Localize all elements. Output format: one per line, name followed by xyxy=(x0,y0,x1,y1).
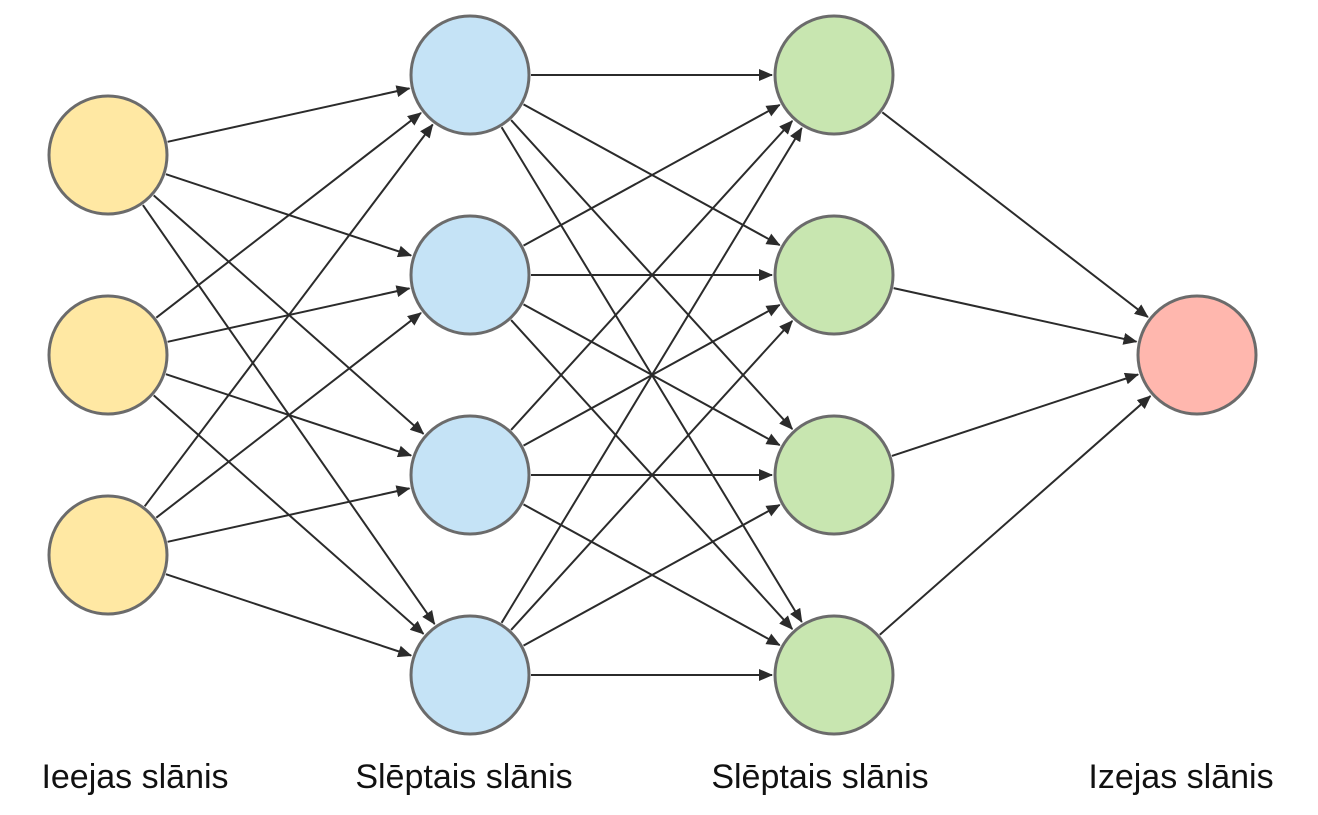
edge-hidden2-1-to-output-1 xyxy=(881,111,1149,318)
edge-hidden1-4-to-hidden2-1 xyxy=(500,127,803,624)
edge-hidden1-4-to-hidden2-3 xyxy=(523,504,781,647)
layer-label-input: Ieejas slānis xyxy=(41,758,228,796)
connections xyxy=(142,69,1152,681)
node-hidden2-4 xyxy=(773,614,895,736)
node-input-3 xyxy=(47,494,169,616)
edge-input-2-to-hidden1-1 xyxy=(155,112,422,319)
node-hidden1-1 xyxy=(409,14,531,136)
edge-hidden1-4-to-hidden2-2 xyxy=(510,320,794,631)
layer-label-output: Izejas slānis xyxy=(1088,758,1273,796)
edge-hidden2-3-to-output-1 xyxy=(891,372,1140,457)
node-input-2 xyxy=(47,294,169,416)
edge-input-3-to-hidden1-3 xyxy=(167,485,411,543)
edge-input-3-to-hidden1-4 xyxy=(165,573,413,658)
edge-input-1-to-hidden1-1 xyxy=(167,85,411,143)
edge-hidden2-4-to-output-1 xyxy=(879,395,1152,636)
node-output-1 xyxy=(1136,294,1258,416)
node-hidden1-2 xyxy=(409,214,531,336)
edge-hidden2-2-to-output-1 xyxy=(893,287,1138,345)
layer-label-hidden-1: Slēptais slānis xyxy=(355,758,572,796)
edge-hidden1-2-to-hidden2-1 xyxy=(523,104,781,247)
node-hidden2-3 xyxy=(773,414,895,536)
node-hidden2-2 xyxy=(773,214,895,336)
edge-input-3-to-hidden1-1 xyxy=(143,123,434,507)
edge-input-3-to-hidden1-2 xyxy=(155,312,422,519)
edge-hidden1-3-to-hidden2-1 xyxy=(510,120,794,431)
node-hidden2-1 xyxy=(773,14,895,136)
layer-label-hidden-2: Slēptais slānis xyxy=(711,758,928,796)
node-input-1 xyxy=(47,94,169,216)
neurons xyxy=(47,14,1258,736)
node-hidden1-4 xyxy=(409,614,531,736)
node-hidden1-3 xyxy=(409,414,531,536)
